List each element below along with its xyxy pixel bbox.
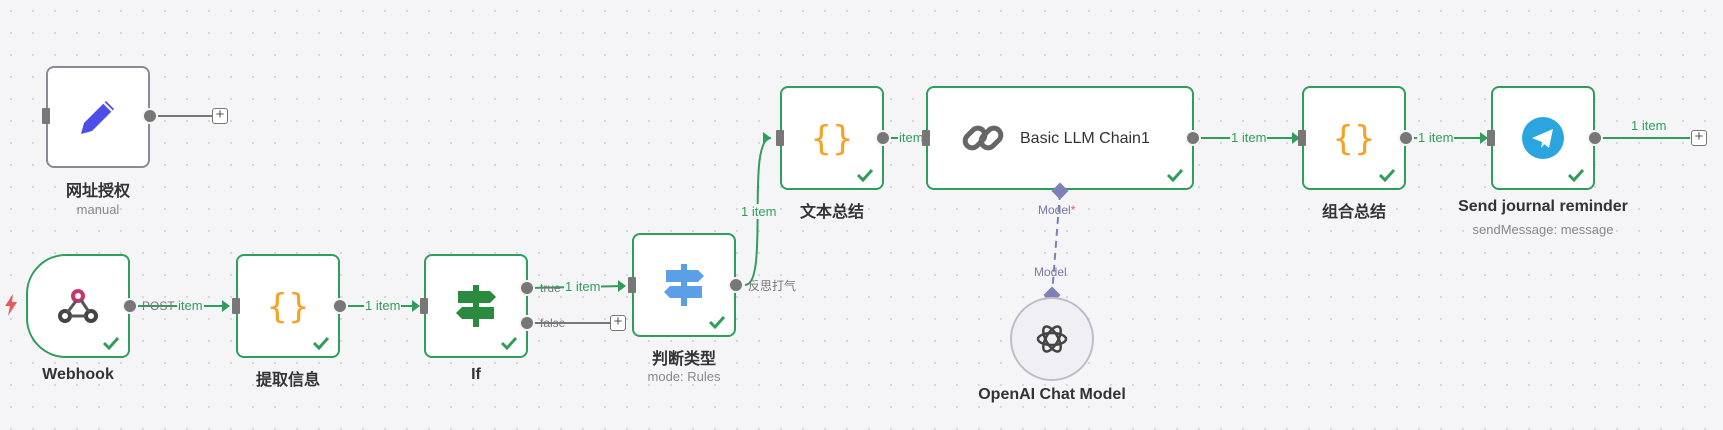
output-port-false[interactable] [519, 315, 535, 331]
edge-label: 1 item [364, 298, 402, 313]
success-check-icon [1567, 168, 1585, 182]
output-port[interactable] [332, 298, 348, 314]
port-label-false: false [540, 316, 566, 330]
node-title: OpenAI Chat Model [978, 386, 1126, 403]
code-braces-icon: {} [810, 119, 853, 159]
webhook-icon [58, 289, 98, 323]
node-telegram[interactable] [1491, 86, 1595, 190]
add-node-button[interactable]: + [610, 314, 626, 331]
arrowhead [222, 300, 230, 312]
node-subtitle: sendMessage: message [1472, 222, 1614, 237]
svg-text:{}: {} [810, 119, 853, 159]
success-check-icon [500, 336, 518, 350]
port-label: 反思打气 [748, 279, 797, 293]
svg-text:{}: {} [266, 287, 309, 327]
node-title: 提取信息 [255, 372, 321, 389]
node-title: 网址授权 [65, 183, 131, 200]
node-webhook[interactable] [26, 254, 130, 358]
input-port[interactable] [42, 108, 50, 124]
arrowhead [412, 300, 420, 312]
node-title: If [471, 366, 481, 383]
edge-label: item [898, 130, 925, 145]
code-braces-icon: {} [266, 287, 309, 327]
edge-label: item [177, 298, 204, 313]
output-port[interactable] [122, 298, 138, 314]
output-port[interactable] [1185, 130, 1201, 146]
node-openai-chat-model[interactable] [1010, 297, 1094, 381]
input-port[interactable] [776, 130, 784, 146]
node-subtitle: manual [76, 202, 120, 217]
svg-text:{}: {} [1332, 119, 1375, 159]
signpost-icon [664, 264, 704, 306]
node-switch[interactable] [632, 233, 736, 337]
output-port-true[interactable] [519, 280, 535, 296]
node-title: 组合总结 [1321, 204, 1387, 221]
input-port[interactable] [922, 130, 930, 146]
node-title: 判断类型 [651, 351, 717, 368]
input-port[interactable] [628, 277, 636, 293]
edge-label: 1 item [564, 279, 602, 294]
edge-label: 1 item [740, 204, 778, 219]
node-manual[interactable] [46, 66, 150, 168]
success-check-icon [708, 315, 726, 329]
edge-label: 1 item [1230, 130, 1268, 145]
edge-label: 1 item [1417, 130, 1455, 145]
openai-icon [1036, 325, 1068, 353]
node-title: Webhook [42, 366, 114, 383]
link-icon [962, 125, 1004, 151]
arrowhead [618, 280, 626, 292]
node-summary[interactable]: {} [780, 86, 884, 190]
edge-label: 1 item [1630, 118, 1668, 133]
output-port[interactable] [1587, 130, 1603, 146]
arrowhead [1480, 132, 1488, 144]
input-port[interactable] [420, 298, 428, 314]
success-check-icon [856, 168, 874, 182]
arrowhead [1292, 132, 1300, 144]
success-check-icon [312, 336, 330, 350]
arrowhead [763, 132, 771, 144]
model-output-label: Model [1034, 265, 1067, 279]
node-if[interactable] [424, 254, 528, 358]
node-title: Send journal reminder [1458, 198, 1628, 215]
success-check-icon [1166, 168, 1184, 182]
node-title: 文本总结 [799, 204, 865, 221]
node-extract[interactable]: {} [236, 254, 340, 358]
node-subtitle: mode: Rules [647, 369, 721, 384]
output-port[interactable] [875, 130, 891, 146]
node-title: Basic LLM Chain1 [1020, 130, 1150, 147]
success-check-icon [1378, 168, 1396, 182]
output-port[interactable] [142, 108, 158, 124]
output-port[interactable] [1398, 130, 1414, 146]
input-port[interactable] [1487, 130, 1495, 146]
code-braces-icon: {} [1332, 119, 1375, 159]
lightning-icon [5, 294, 17, 316]
signpost-icon [456, 285, 496, 327]
add-node-button[interactable]: + [1691, 129, 1707, 146]
node-combine[interactable]: {} [1302, 86, 1406, 190]
add-node-button[interactable]: + [212, 107, 228, 124]
model-input-label: Model* [1038, 203, 1076, 217]
output-port[interactable] [728, 277, 744, 293]
port-label-true: true [540, 281, 561, 295]
node-llm-chain[interactable]: Basic LLM Chain1 [926, 86, 1194, 190]
pencil-icon [81, 101, 114, 134]
edge-model-connection [1051, 192, 1061, 295]
input-port[interactable] [1298, 130, 1306, 146]
port-label: POST [142, 299, 175, 313]
telegram-icon [1522, 117, 1564, 159]
success-check-icon [102, 336, 120, 350]
input-port[interactable] [232, 298, 240, 314]
